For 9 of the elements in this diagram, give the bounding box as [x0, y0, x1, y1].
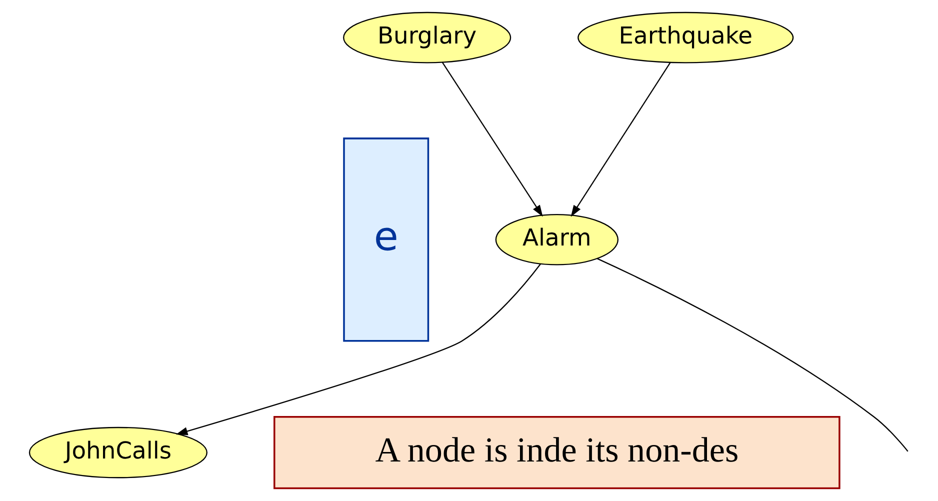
node-ellipse: Burglary: [343, 12, 512, 64]
arrow: [442, 62, 543, 217]
node-ellipse: Alarm: [495, 214, 619, 266]
node-box: e: [343, 138, 430, 342]
arrow: [570, 62, 671, 217]
connector: [596, 258, 908, 452]
node-ellipse: Earthquake: [578, 12, 794, 64]
arrow: [176, 264, 542, 436]
node-box: A node is inde its non-des: [274, 416, 840, 490]
